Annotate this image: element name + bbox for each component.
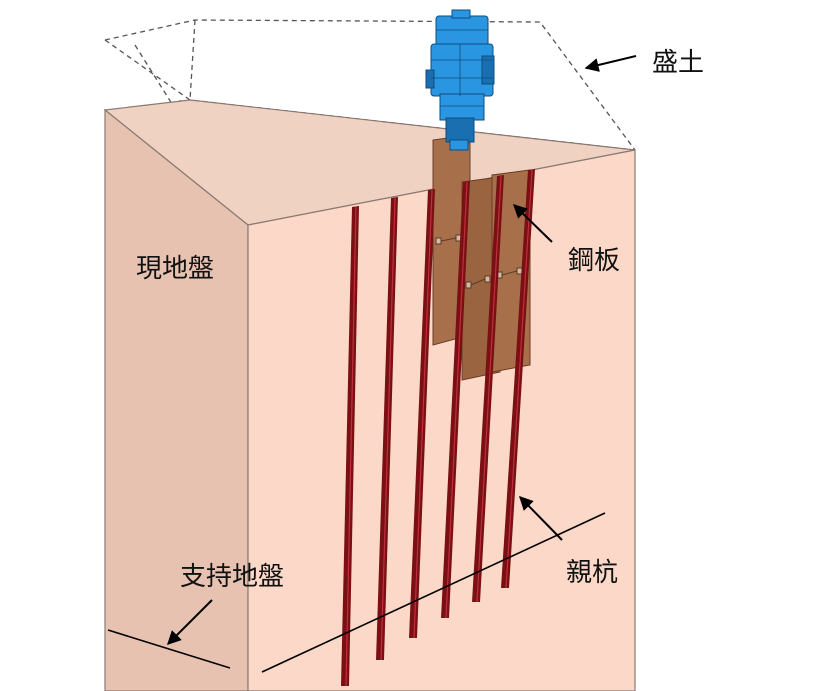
arrow-main-pile — [519, 495, 563, 541]
main-pile-1 — [341, 206, 359, 687]
main-piles — [341, 169, 535, 687]
arrow-bearing-stratum — [167, 599, 213, 645]
label-bearing-stratum: 支持地盤 — [180, 562, 285, 592]
label-steel-plate: 鋼板 — [568, 246, 621, 276]
main-pile-2 — [376, 197, 398, 661]
ground-left-face — [104, 108, 249, 691]
label-main-pile: 親杭 — [566, 558, 619, 588]
main-pile-5 — [472, 175, 504, 603]
label-embankment: 盛土 — [652, 48, 705, 78]
existing-ground-block — [103, 99, 636, 691]
arrow-steel-plate — [512, 204, 553, 243]
main-pile-3 — [409, 189, 435, 639]
bearing-stratum-line — [107, 512, 606, 673]
main-pile-4 — [441, 181, 470, 619]
annotation-arrows — [167, 55, 637, 645]
vibro-hammer-machine — [425, 9, 495, 151]
label-existing-ground: 現地盤 — [136, 254, 215, 284]
arrow-embankment — [584, 55, 637, 72]
main-pile-6 — [501, 169, 535, 589]
